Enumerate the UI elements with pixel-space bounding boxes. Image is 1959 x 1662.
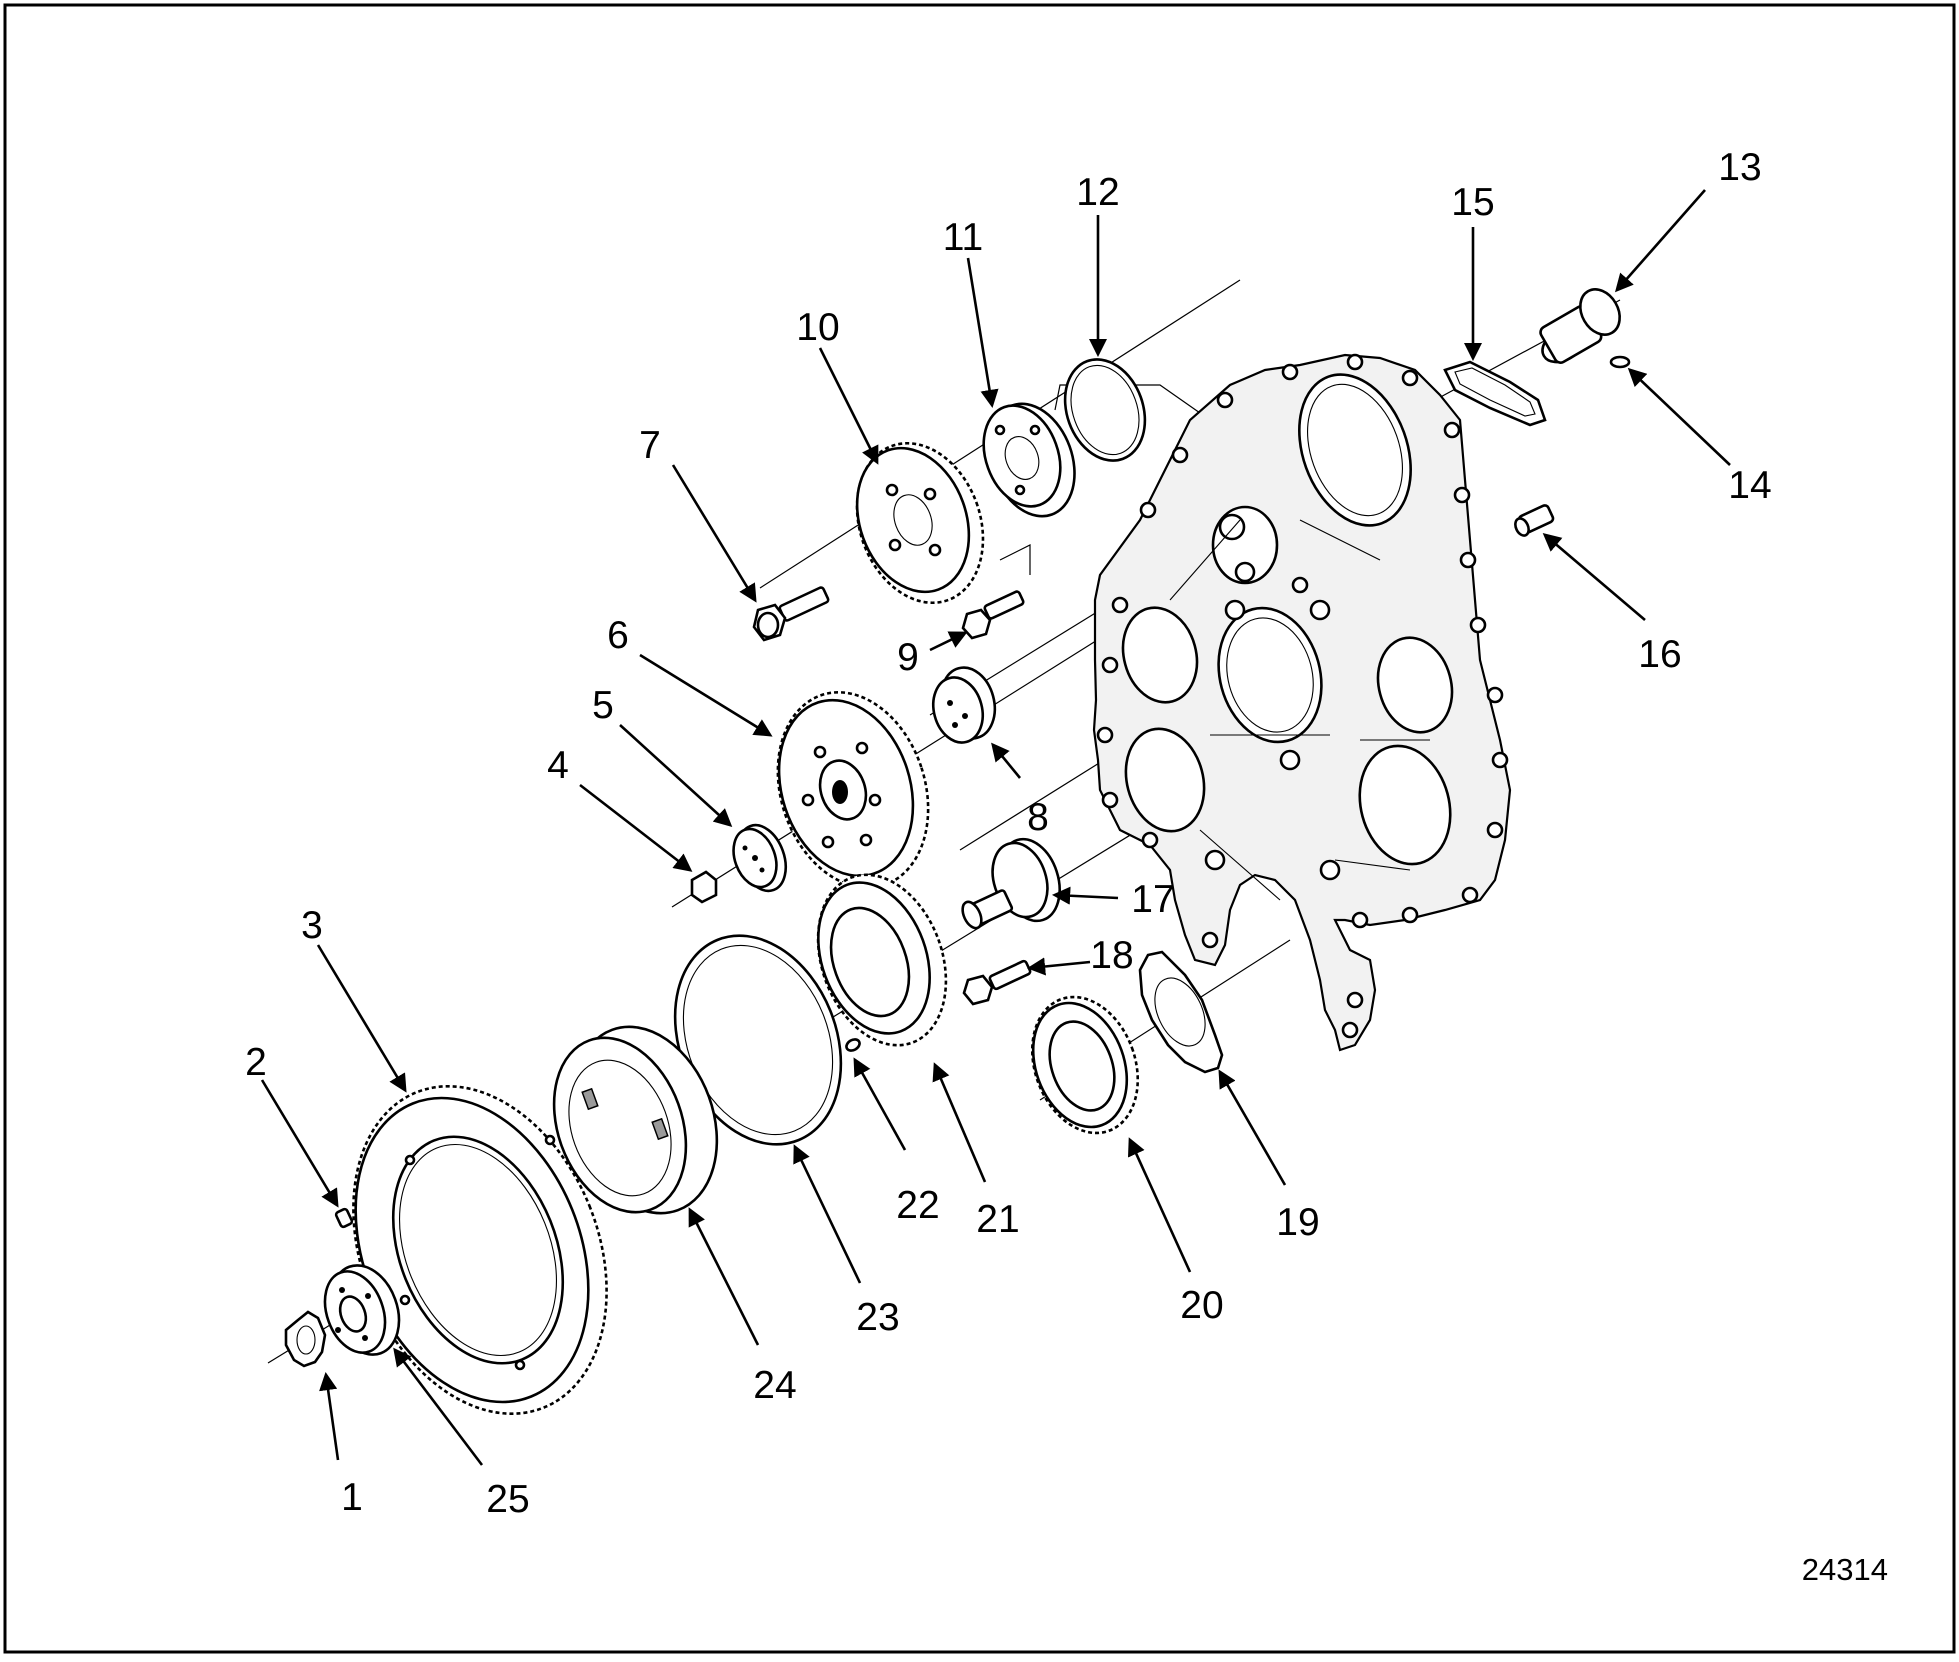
part-5-washer	[732, 823, 788, 893]
leader-7	[671, 464, 757, 603]
leader-14	[1627, 367, 1731, 466]
leader-18	[1026, 957, 1091, 976]
callout-4: 4	[547, 744, 569, 787]
part-7-bolt	[752, 586, 830, 642]
timing-gear-housing	[1092, 353, 1512, 1052]
leader-4	[579, 783, 693, 872]
leader-16	[1542, 533, 1646, 621]
leader-3	[316, 944, 407, 1093]
leader-25	[393, 1347, 484, 1466]
part-8-spacer	[931, 666, 997, 744]
callout-12: 12	[1076, 171, 1119, 214]
callout-leaders	[260, 189, 1731, 1466]
leader-6	[639, 653, 773, 737]
callout-labels: 1 2 3 4 5 6 7 8 9 10 11 12 13 14 15 16 1…	[245, 146, 1772, 1521]
part-24-hub	[552, 1025, 719, 1215]
callout-17: 17	[1131, 878, 1174, 921]
leader-8	[991, 742, 1022, 779]
callout-21: 21	[976, 1198, 1019, 1241]
callout-7: 7	[639, 424, 661, 467]
callout-15: 15	[1451, 181, 1494, 224]
leader-13	[1614, 189, 1706, 293]
callout-25: 25	[486, 1478, 529, 1521]
figure-frame	[3, 3, 1956, 1654]
callout-6: 6	[607, 614, 629, 657]
part-14-seal	[1609, 355, 1631, 369]
figure-number: 24314	[1802, 1552, 1888, 1587]
leader-1	[319, 1371, 340, 1461]
callout-5: 5	[592, 684, 614, 727]
leader-11	[966, 257, 999, 408]
leader-21	[932, 1062, 987, 1183]
callout-24: 24	[753, 1364, 796, 1407]
leader-17	[1051, 886, 1119, 905]
part-17-idler-shaft	[961, 837, 1061, 930]
part-22-key	[845, 1038, 861, 1052]
part-3-ring-gear	[352, 1084, 608, 1416]
leader-9	[929, 631, 968, 652]
callout-2: 2	[245, 1041, 267, 1084]
part-11-hub	[982, 402, 1076, 518]
callout-8: 8	[1027, 796, 1049, 839]
part-25-bearing	[323, 1264, 401, 1356]
part-20-gear	[1030, 995, 1140, 1135]
part-4-nut	[690, 870, 718, 904]
part-16-dowel	[1514, 504, 1555, 537]
part-21-gear	[816, 873, 948, 1047]
leader-22	[853, 1057, 907, 1151]
part-10-idler-gear	[855, 441, 985, 605]
callout-20: 20	[1180, 1284, 1223, 1327]
callout-13: 13	[1718, 146, 1761, 189]
callout-3: 3	[301, 904, 323, 947]
part-13-plug	[1539, 288, 1621, 364]
callout-16: 16	[1638, 633, 1681, 676]
callout-1: 1	[341, 1476, 363, 1519]
leader-19	[1218, 1069, 1287, 1186]
callout-22: 22	[896, 1184, 939, 1227]
leader-20	[1127, 1137, 1192, 1273]
callout-11: 11	[943, 216, 984, 259]
callout-14: 14	[1728, 464, 1771, 507]
callout-23: 23	[856, 1296, 899, 1339]
leader-2	[260, 1079, 339, 1208]
part-12-snap-ring	[1063, 358, 1147, 462]
part-15-gasket	[1443, 360, 1547, 427]
callout-10: 10	[796, 306, 839, 349]
leader-23	[793, 1144, 862, 1284]
part-1-lock-washer	[284, 1310, 327, 1368]
callout-18: 18	[1090, 934, 1133, 977]
leader-10	[818, 347, 879, 465]
part-9-bolt	[961, 590, 1025, 640]
callout-9: 9	[897, 636, 919, 679]
part-18-bolt	[962, 959, 1032, 1006]
leader-5	[619, 724, 733, 828]
callout-19: 19	[1276, 1201, 1319, 1244]
leader-24	[688, 1207, 760, 1346]
part-19-thrust-washer	[1138, 950, 1224, 1074]
part-2-pin	[334, 1207, 354, 1229]
